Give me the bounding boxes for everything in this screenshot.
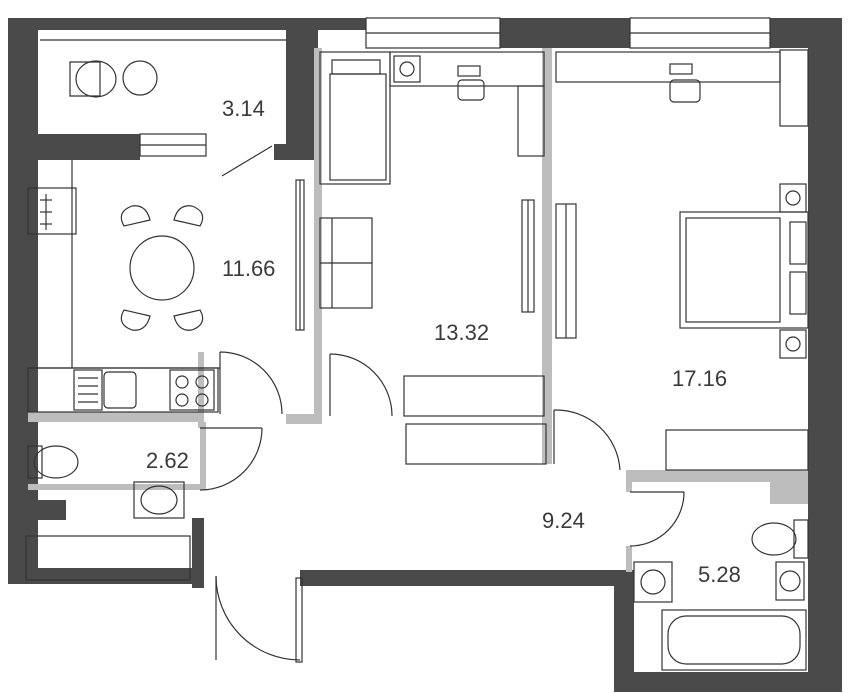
windows: [365, 17, 771, 49]
area-label-toilet: 2.62: [146, 448, 189, 473]
area-label-kitchen: 11.66: [222, 256, 275, 281]
area-label-balcony: 3.14: [222, 96, 265, 121]
bathroom-fixtures: [633, 519, 809, 671]
toilet-fixtures: [25, 445, 191, 581]
balcony-fixtures: [69, 60, 273, 177]
area-label-hall: 9.24: [542, 508, 585, 533]
doors: [199, 351, 685, 663]
bedroom-2-fixtures: [555, 49, 809, 359]
area-labels: 3.14 11.66 13.32 17.16 2.62 9.24 5.28: [146, 96, 741, 587]
exterior-walls: [8, 18, 842, 692]
area-label-bedroom-1: 13.32: [434, 320, 489, 345]
bedroom-1-fixtures: [319, 51, 545, 313]
area-label-bathroom: 5.28: [698, 562, 741, 587]
partitions: [28, 48, 808, 572]
kitchen-fixtures: [27, 160, 305, 413]
balcony-railing: [40, 39, 286, 157]
hallway-wardrobe: [403, 375, 809, 471]
area-label-bedroom-2: 17.16: [672, 366, 727, 391]
